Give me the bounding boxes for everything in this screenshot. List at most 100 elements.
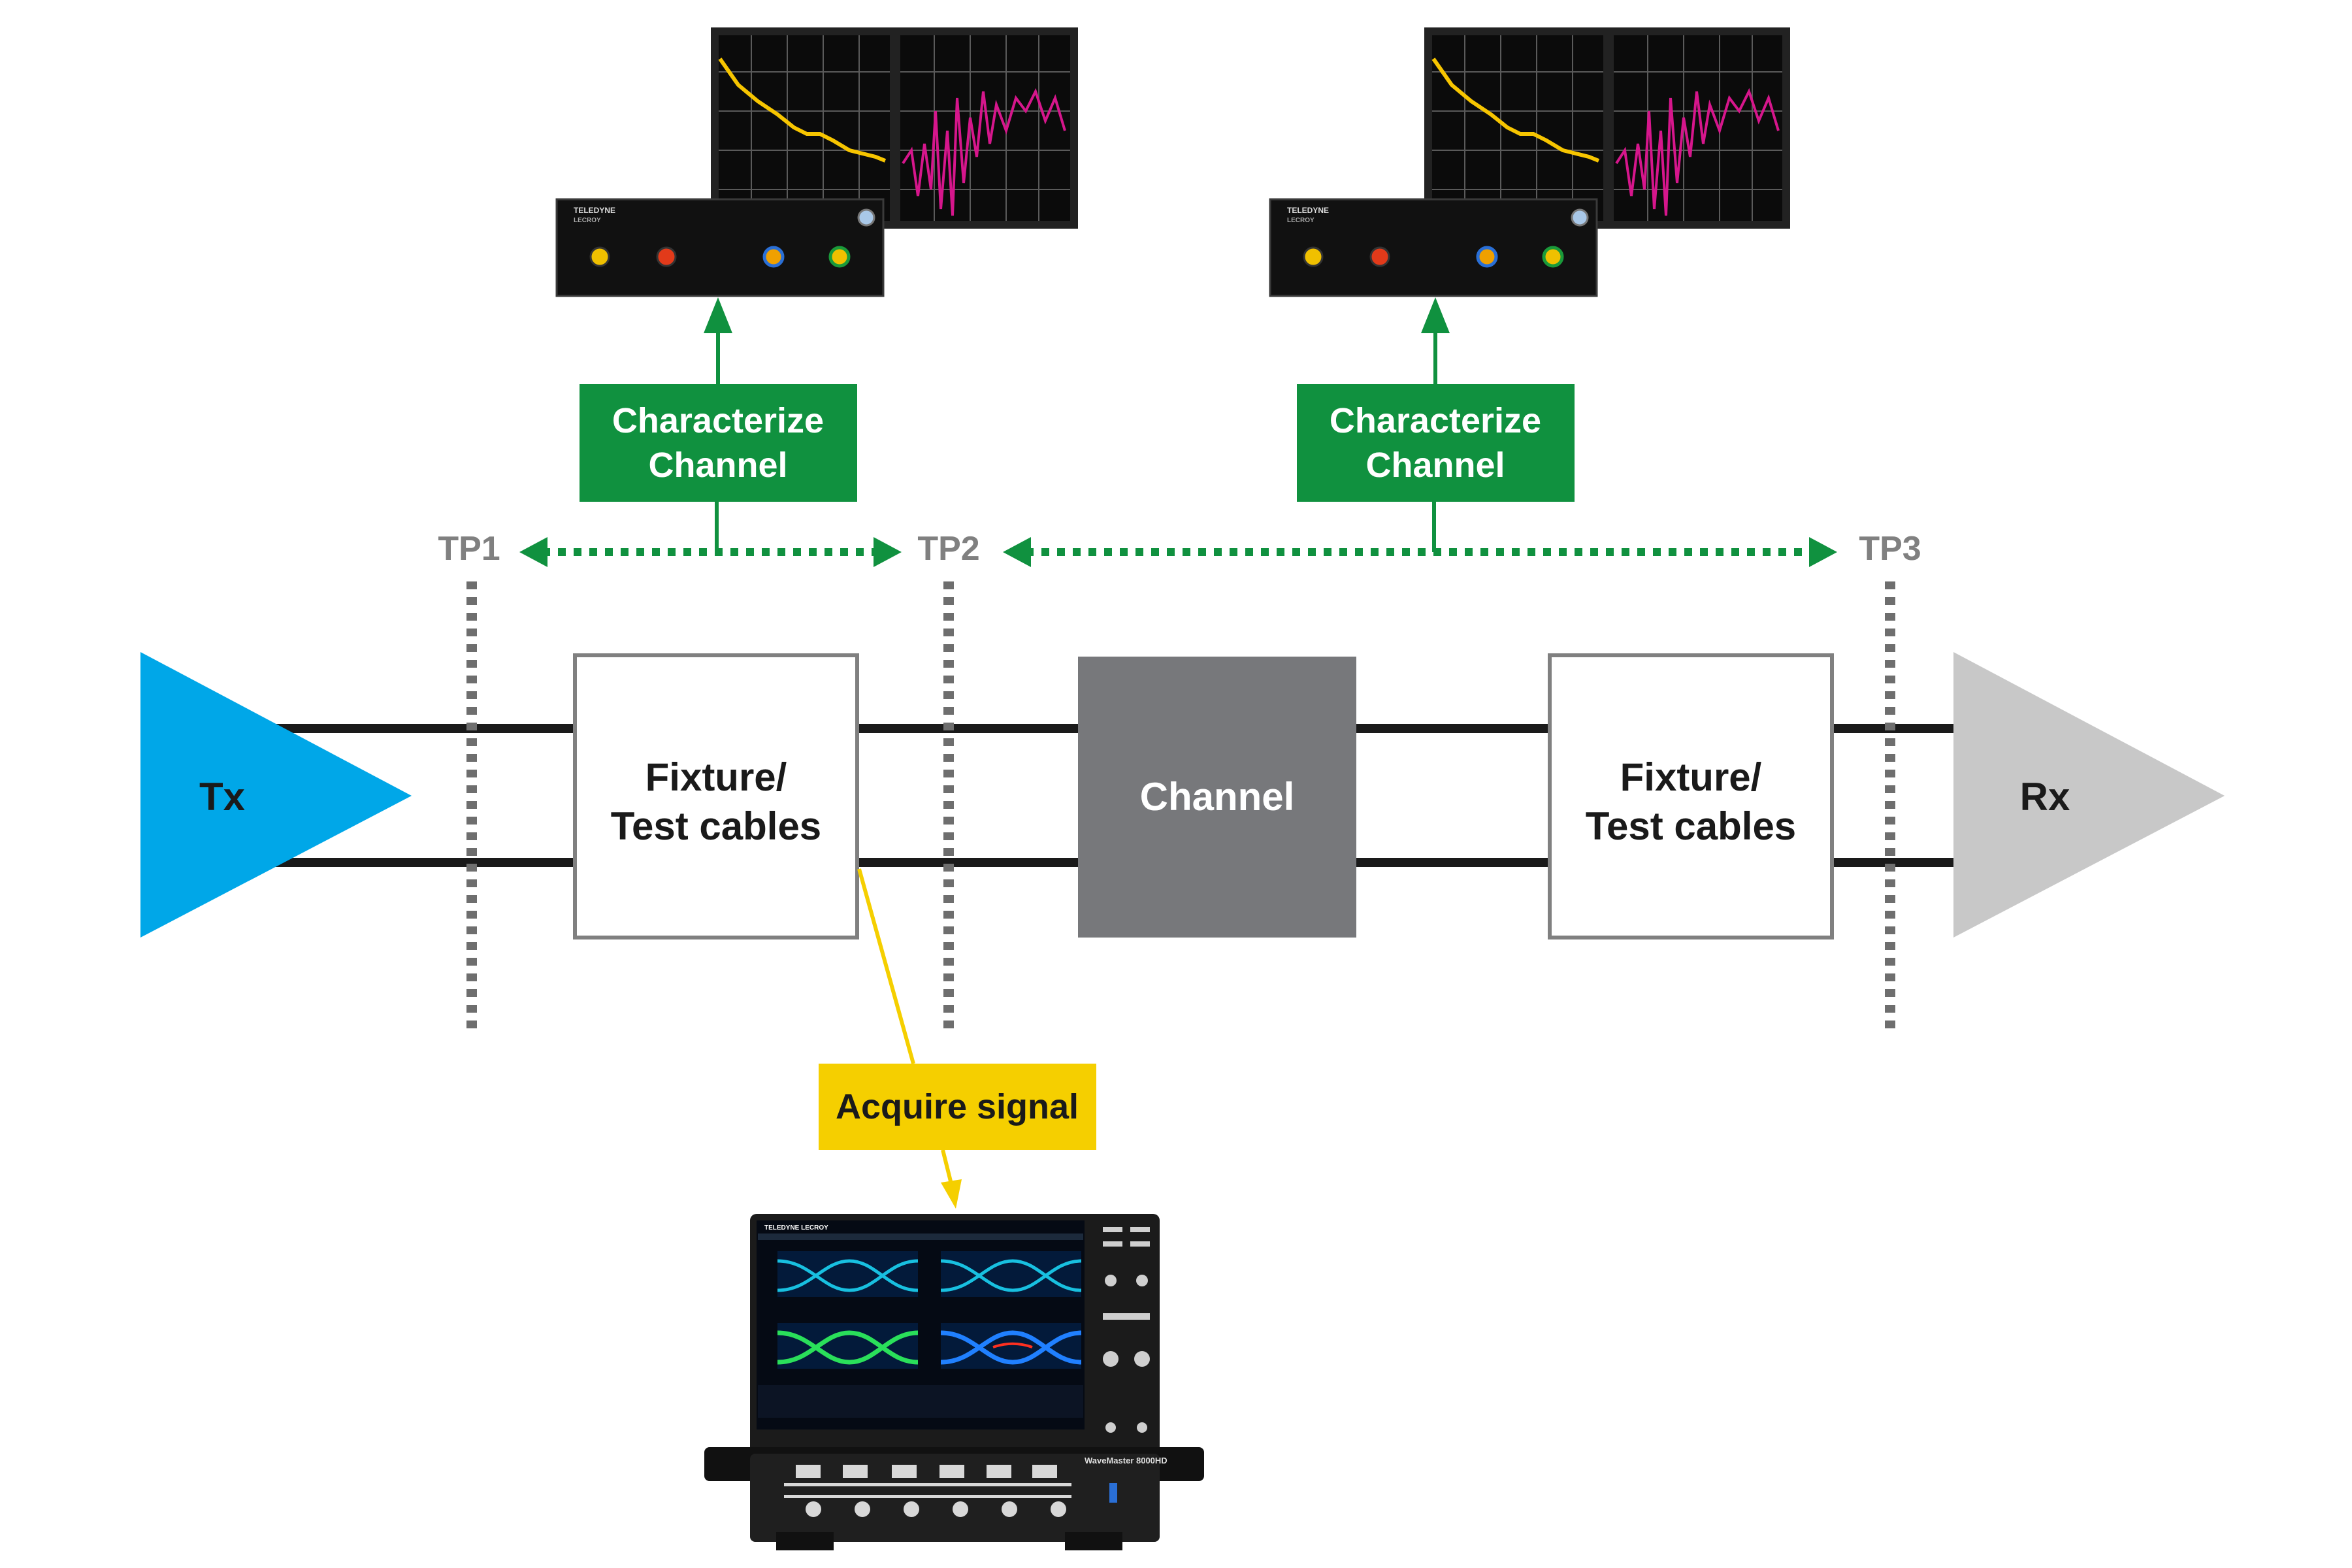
tx-label: Tx — [199, 775, 245, 819]
scope-brand: TELEDYNE LECROY — [764, 1224, 828, 1232]
scope-bnc-5 — [1002, 1501, 1017, 1517]
acquire-connector — [857, 868, 915, 1064]
vna-instrument-right: TELEDYNE LECROY — [1269, 27, 1790, 297]
vna-plot-area-right-2 — [1614, 35, 1782, 221]
rx-label: Rx — [2020, 775, 2070, 819]
tx-block: Tx — [140, 652, 412, 938]
fixture-right-label-line1: Fixture/ — [1620, 755, 1762, 799]
oscilloscope: TELEDYNE LECROY — [704, 1214, 1204, 1550]
scope-foot-left — [776, 1532, 834, 1550]
characterize-right-line2: Channel — [1365, 446, 1505, 485]
eye-hotspot-4 — [992, 1342, 1033, 1348]
vna-brand-left: TELEDYNE — [574, 206, 615, 215]
channel-block: Channel — [1078, 657, 1356, 938]
vna-power-button-left — [857, 208, 875, 227]
vna-brand-sub-right: LECROY — [1287, 217, 1315, 224]
scope-model: WaveMaster 8000HD — [1085, 1456, 1168, 1465]
vna-chassis-left — [555, 198, 885, 297]
channel-label: Channel — [1140, 775, 1295, 819]
scope-input-channels — [784, 1465, 1071, 1517]
scope-input-6 — [1032, 1465, 1057, 1478]
eye-trace-2 — [940, 1259, 1082, 1292]
characterize-left-line1: Characterize — [612, 401, 824, 440]
span-arrow-left-head-1 — [519, 537, 547, 567]
fixture-left-label-line1: Fixture/ — [645, 755, 787, 799]
vna-grid-left — [719, 35, 1070, 221]
scope-knob-6 — [1137, 1422, 1147, 1433]
eye-trace-1 — [777, 1259, 919, 1292]
acquire-label: Acquire signal — [836, 1087, 1079, 1126]
scope-bnc-2 — [855, 1501, 870, 1517]
scope-bnc-3 — [904, 1501, 919, 1517]
span-arrow-right-head-1 — [874, 537, 902, 567]
eye-trace-4 — [940, 1330, 1082, 1365]
vna-power-button-right — [1571, 208, 1589, 227]
span-arrows — [519, 537, 1837, 567]
tp2-label: TP2 — [917, 530, 979, 568]
scope-input-5 — [987, 1465, 1011, 1478]
scope-knob-2 — [1136, 1275, 1148, 1286]
scope-knob-3 — [1103, 1351, 1119, 1367]
scope-input-3 — [892, 1465, 917, 1478]
tx-triangle — [140, 652, 412, 938]
scope-bnc-4 — [953, 1501, 968, 1517]
characterize-right: Characterize Channel — [1297, 297, 1575, 552]
fixture-right-box — [1548, 653, 1834, 939]
fixture-right-block: Fixture/ Test cables — [1548, 653, 1834, 939]
rx-block: Rx — [1953, 652, 2225, 938]
scope-knob-4 — [1134, 1351, 1150, 1367]
span-arrow-right-head-2 — [1809, 537, 1837, 567]
rx-triangle — [1953, 652, 2225, 938]
acquire-arrow-head — [941, 1179, 962, 1209]
vna-port4-right — [1542, 246, 1564, 268]
characterize-left: Characterize Channel — [580, 297, 857, 552]
characterize-left-line2: Channel — [648, 446, 787, 485]
scope-bnc-6 — [1051, 1501, 1066, 1517]
scope-bnc-1 — [806, 1501, 821, 1517]
vna-return-loss-trace-right — [1615, 88, 1780, 216]
vna-instrument-left: TELEDYNE LECROY — [555, 27, 1078, 297]
scope-input-2 — [843, 1465, 868, 1478]
scope-knob-1 — [1105, 1275, 1117, 1286]
vna-port1-left — [589, 246, 610, 267]
vna-chassis-right — [1269, 198, 1598, 297]
vna-port4-left — [828, 246, 851, 268]
characterize-left-arrow-head — [704, 297, 732, 333]
span-arrow-left-head-2 — [1003, 537, 1031, 567]
scope-measurement-table — [758, 1385, 1083, 1418]
vna-insertion-loss-trace-left — [718, 57, 887, 163]
scope-usb-port — [1109, 1483, 1117, 1503]
fixture-right-label-line2: Test cables — [1586, 804, 1796, 848]
vna-return-loss-trace-left — [902, 88, 1066, 216]
vna-port1-right — [1303, 246, 1324, 267]
fixture-left-block: Fixture/ Test cables — [573, 653, 859, 939]
signal-wires — [274, 724, 1957, 867]
scope-foot-right — [1065, 1532, 1122, 1550]
vna-plot-area-left-1 — [719, 35, 890, 221]
acquire-box — [819, 1064, 1096, 1150]
vna-port3-right — [1476, 246, 1498, 268]
vna-plot-area-left-2 — [900, 35, 1070, 221]
scope-menu-bar — [758, 1233, 1083, 1240]
tp1-label: TP1 — [438, 530, 500, 568]
vna-brand-sub-left: LECROY — [574, 217, 601, 224]
characterize-left-box — [580, 384, 857, 502]
characterize-right-line1: Characterize — [1330, 401, 1541, 440]
scope-knob-5 — [1105, 1422, 1116, 1433]
scope-input-4 — [939, 1465, 964, 1478]
characterize-right-box — [1297, 384, 1575, 502]
channel-box — [1078, 657, 1356, 938]
vna-brand-right: TELEDYNE — [1287, 206, 1329, 215]
characterize-right-arrow-head — [1421, 297, 1450, 333]
scope-input-1 — [796, 1465, 821, 1478]
test-points: TP1 TP2 TP3 — [438, 530, 1921, 1032]
acquire-signal: Acquire signal — [819, 868, 1096, 1209]
fixture-left-label-line2: Test cables — [611, 804, 821, 848]
scope-eye-diagrams — [777, 1251, 1082, 1369]
vna-port2-right — [1369, 246, 1390, 267]
vna-port2-left — [656, 246, 677, 267]
scope-control-panel — [1103, 1227, 1150, 1433]
tp3-label: TP3 — [1859, 530, 1921, 568]
vna-insertion-loss-trace-right — [1431, 57, 1600, 163]
